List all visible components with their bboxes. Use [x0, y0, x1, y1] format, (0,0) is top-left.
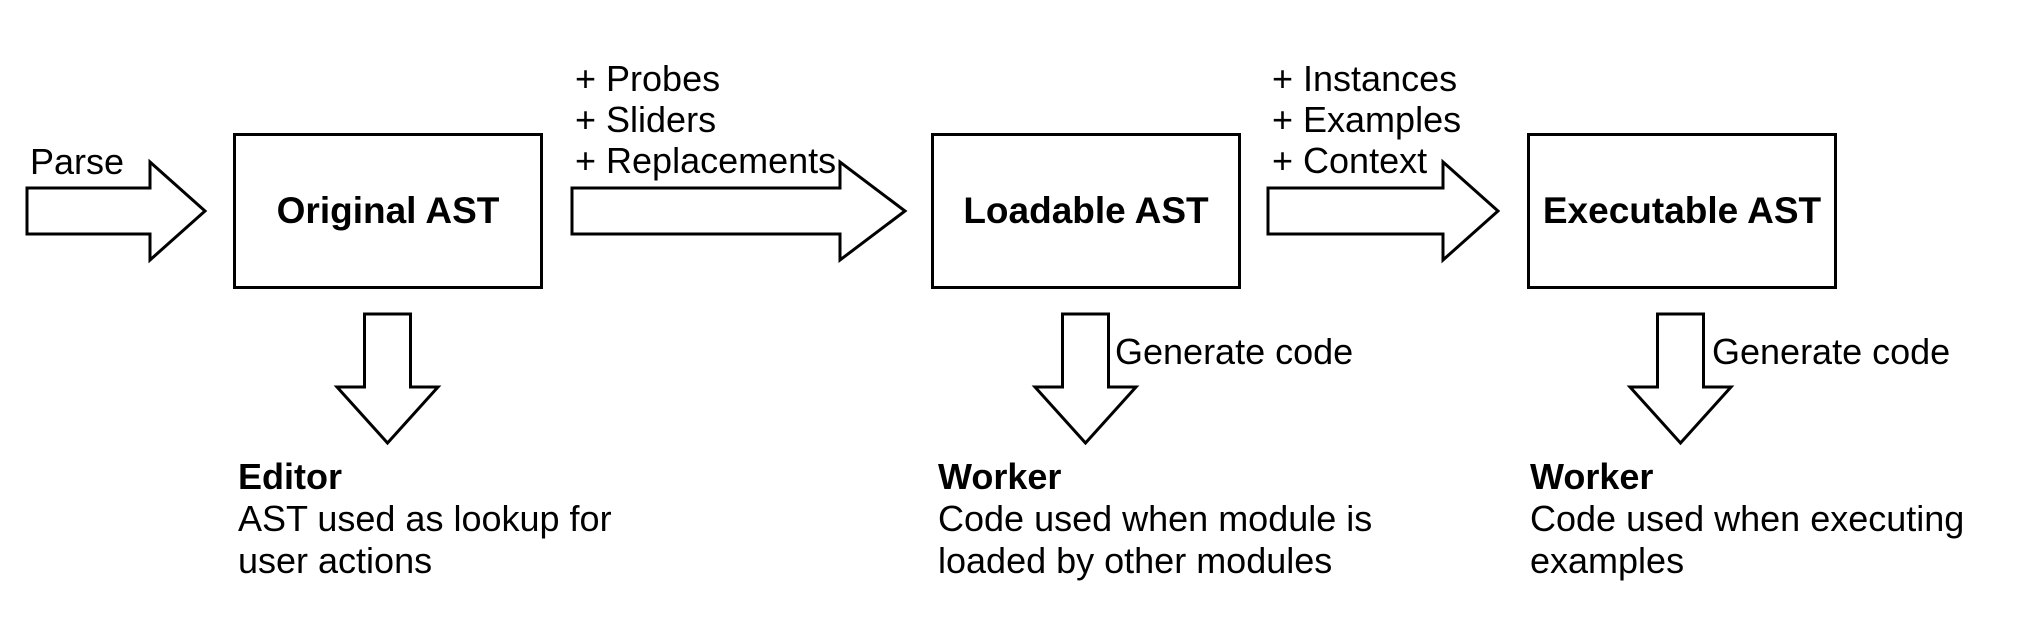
stage-box-original-ast: Original AST [233, 133, 543, 289]
stage-box-loadable-ast: Loadable AST [931, 133, 1241, 289]
transform-annotation-1: + Probes + Sliders + Replacements [575, 58, 836, 181]
output-title: Worker [1530, 456, 1654, 497]
output-title: Editor [238, 456, 342, 497]
output-description-line: Code used when module is [938, 498, 1373, 539]
output-worker-loadable: Worker Code used when module is loaded b… [938, 456, 1372, 582]
output-description-line: examples [1530, 540, 1685, 581]
stage-box-title: Original AST [276, 190, 500, 231]
generate-code-label: Generate code [1712, 331, 1951, 372]
annotation-line: + Replacements [575, 140, 837, 181]
editor-arrow-down-icon [333, 312, 442, 446]
stage-box-executable-ast: Executable AST [1527, 133, 1837, 289]
transform-arrow-right-icon [570, 158, 908, 264]
parse-arrow-right-icon [25, 158, 208, 264]
output-worker-executable: Worker Code used when executing examples [1530, 456, 1964, 582]
output-description-line: user actions [238, 540, 433, 581]
generate-code-arrow-down-icon [1031, 312, 1140, 446]
annotation-line: + Examples [1272, 99, 1462, 140]
output-editor: Editor AST used as lookup for user actio… [238, 456, 612, 582]
output-description-line: Code used when executing [1530, 498, 1965, 539]
annotation-line: + Instances [1272, 58, 1458, 99]
transform-arrow-right-icon [1266, 158, 1501, 264]
output-description-line: AST used as lookup for [238, 498, 612, 539]
stage-box-title: Loadable AST [963, 190, 1209, 231]
transform-annotation-2: + Instances + Examples + Context [1272, 58, 1461, 181]
generate-code-arrow-down-icon [1626, 312, 1735, 446]
annotation-line: + Context [1272, 140, 1428, 181]
generate-code-label: Generate code [1115, 331, 1354, 372]
annotation-line: + Sliders [575, 99, 717, 140]
parse-label: Parse [30, 141, 125, 182]
output-description-line: loaded by other modules [938, 540, 1333, 581]
output-title: Worker [938, 456, 1062, 497]
stage-box-title: Executable AST [1542, 190, 1822, 231]
annotation-line: + Probes [575, 58, 721, 99]
